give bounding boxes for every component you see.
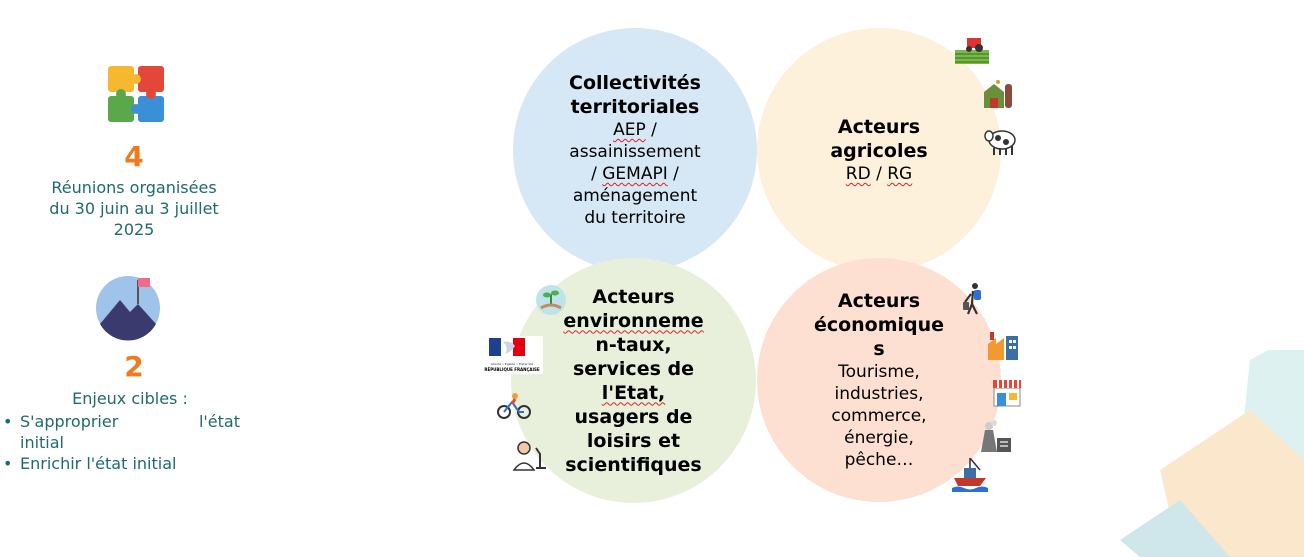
decorative-corner-shapes xyxy=(1120,350,1304,557)
farm-silo-icon xyxy=(984,80,1012,108)
mountain-flag-icon xyxy=(96,276,160,341)
tractor-field-icon xyxy=(955,38,989,64)
cyclist-icon xyxy=(497,393,531,419)
power-plant-icon xyxy=(981,420,1011,452)
circle-environnementaux: Acteurs environneme n-taux, services de … xyxy=(511,258,756,503)
marianne-logo: Liberté • Égalité • Fraternité RÉPUBLIQU… xyxy=(481,336,543,374)
puzzle-icon xyxy=(108,66,164,122)
meetings-count: 4 xyxy=(124,140,144,173)
list-item: Enrichir l'état initial xyxy=(0,453,260,474)
issues-count: 2 xyxy=(124,350,144,383)
scientist-microscope-icon xyxy=(512,441,546,471)
hiker-icon xyxy=(963,283,981,315)
factory-icon xyxy=(988,332,1018,360)
cow-icon xyxy=(984,130,1016,155)
meetings-description: Réunions organisées du 30 juin au 3 juil… xyxy=(49,178,219,239)
issues-heading: Enjeux cibles : xyxy=(72,389,188,408)
plant-hand-icon xyxy=(536,285,566,315)
shop-icon xyxy=(993,380,1021,407)
fishing-boat-icon xyxy=(952,458,988,492)
